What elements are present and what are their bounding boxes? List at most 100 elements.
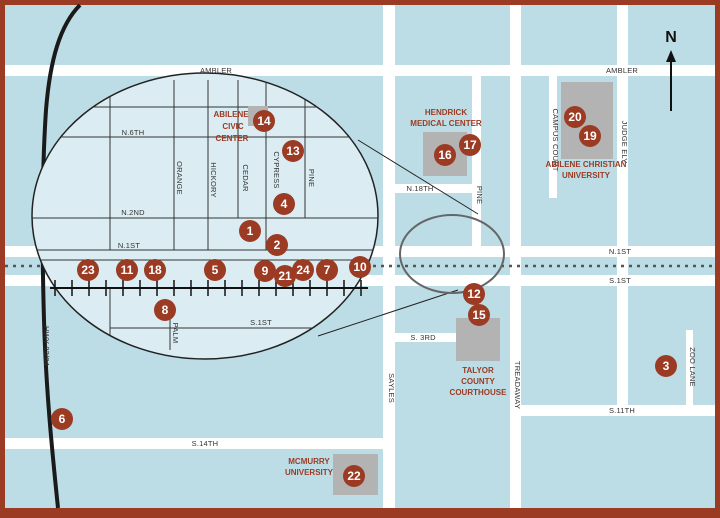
label-hwy: HWY 83/84 [42,326,51,366]
label-inset-n6th: N.6TH [122,128,145,137]
label-courthouse-line1: TALYOR [462,366,494,375]
marker-3[interactable]: 3 [655,355,677,377]
marker-21[interactable]: 21 [274,265,296,287]
label-s11th: S.11TH [609,406,635,415]
marker-11[interactable]: 11 [116,259,138,281]
label-acu-line1: ABILENE CHRISTIAN [546,160,627,169]
marker-12[interactable]: 12 [463,283,485,305]
svg-text:17: 17 [463,138,477,152]
marker-17[interactable]: 17 [459,134,481,156]
marker-16[interactable]: 16 [434,144,456,166]
svg-text:13: 13 [286,144,300,158]
marker-13[interactable]: 13 [282,140,304,162]
svg-text:6: 6 [59,412,66,426]
marker-14[interactable]: 14 [253,110,275,132]
label-inset-palm: PALM [171,323,180,344]
marker-8[interactable]: 8 [154,299,176,321]
label-inset-orange: ORANGE [175,161,184,195]
marker-20[interactable]: 20 [564,106,586,128]
label-n18th: N.18TH [406,184,433,193]
label-courthouse-line2: COUNTY [461,377,495,386]
inset-railroad [50,280,368,296]
marker-1[interactable]: 1 [239,220,261,242]
svg-text:4: 4 [281,197,288,211]
marker-24[interactable]: 24 [292,259,314,281]
label-inset-cedar: CEDAR [241,164,250,192]
label-mcmurry-line1: MCMURRY [288,457,330,466]
label-campus-court: CAMPUS COURT [551,108,560,171]
marker-6[interactable]: 6 [51,408,73,430]
road-campus-court [549,76,557,198]
label-hendrick-line1: HENDRICK [425,108,467,117]
label-pine-right: PINE [475,186,484,204]
svg-text:20: 20 [568,110,582,124]
road-judge-ely [617,5,628,405]
svg-text:19: 19 [583,129,597,143]
label-treadaway: TREADAWAY [513,361,522,409]
marker-23[interactable]: 23 [77,259,99,281]
svg-text:12: 12 [467,287,481,301]
marker-2[interactable]: 2 [266,234,288,256]
label-s3rd: S. 3RD [410,333,436,342]
road-sayles [383,5,395,508]
label-inset-pine: PINE [307,169,316,187]
markers: 1 2 3 4 5 6 7 8 9 10 11 12 13 14 15 16 1… [51,106,677,487]
label-zoo-lane: ZOO LANE [688,347,697,387]
inset-connector-bottom [317,289,459,337]
marker-15[interactable]: 15 [468,304,490,326]
svg-text:15: 15 [472,308,486,322]
label-civic-line3: CENTER [216,134,249,143]
svg-text:14: 14 [257,114,271,128]
road-ambler [5,65,715,76]
road-s14th [5,438,383,449]
label-inset-hickory: HICKORY [209,162,218,197]
road-s11th [520,405,715,416]
road-zoo-lane [686,330,693,405]
road-n18th [395,184,473,193]
svg-text:3: 3 [663,359,670,373]
label-ambler-left: AMBLER [200,66,232,75]
marker-4[interactable]: 4 [273,193,295,215]
svg-text:23: 23 [81,263,95,277]
label-n1st-right: N.1ST [609,247,631,256]
svg-text:18: 18 [148,263,162,277]
marker-7[interactable]: 7 [316,259,338,281]
svg-text:16: 16 [438,148,452,162]
marker-19[interactable]: 19 [579,125,601,147]
marker-22[interactable]: 22 [343,465,365,487]
road-s3rd [395,333,457,342]
svg-text:8: 8 [162,303,169,317]
svg-text:1: 1 [247,224,254,238]
svg-text:5: 5 [212,263,219,277]
marker-5[interactable]: 5 [204,259,226,281]
marker-18[interactable]: 18 [144,259,166,281]
label-hendrick-line2: MEDICAL CENTER [410,119,482,128]
marker-10[interactable]: 10 [349,256,371,278]
label-courthouse-line3: COURTHOUSE [450,388,508,397]
label-inset-cypress: CYPRESS [272,151,281,188]
north-label: N [665,29,677,46]
label-mcmurry-line2: UNIVERSITY [285,468,334,477]
svg-text:11: 11 [121,263,134,277]
label-inset-n1st: N.1ST [118,241,140,250]
label-sayles: SAYLES [387,373,396,403]
label-inset-s1st: S.1ST [250,318,272,327]
north-arrowhead-icon [666,50,676,62]
svg-text:22: 22 [347,469,361,483]
label-acu-line2: UNIVERSITY [562,171,611,180]
inset-ellipse [31,72,379,360]
label-inset-n2nd: N.2ND [121,208,145,217]
svg-text:7: 7 [324,263,331,277]
label-civic-line2: CIVIC [222,122,244,131]
svg-text:10: 10 [353,260,367,274]
inset-connector-top [357,139,479,215]
svg-text:21: 21 [278,269,292,283]
label-ambler-right: AMBLER [606,66,638,75]
label-s14th: S.14TH [192,439,219,448]
road-treadaway [510,5,521,508]
svg-text:9: 9 [262,264,269,278]
marker-9[interactable]: 9 [254,260,276,282]
label-judge-ely: JUDGE ELY [620,121,629,164]
zoom-circle [399,214,505,294]
